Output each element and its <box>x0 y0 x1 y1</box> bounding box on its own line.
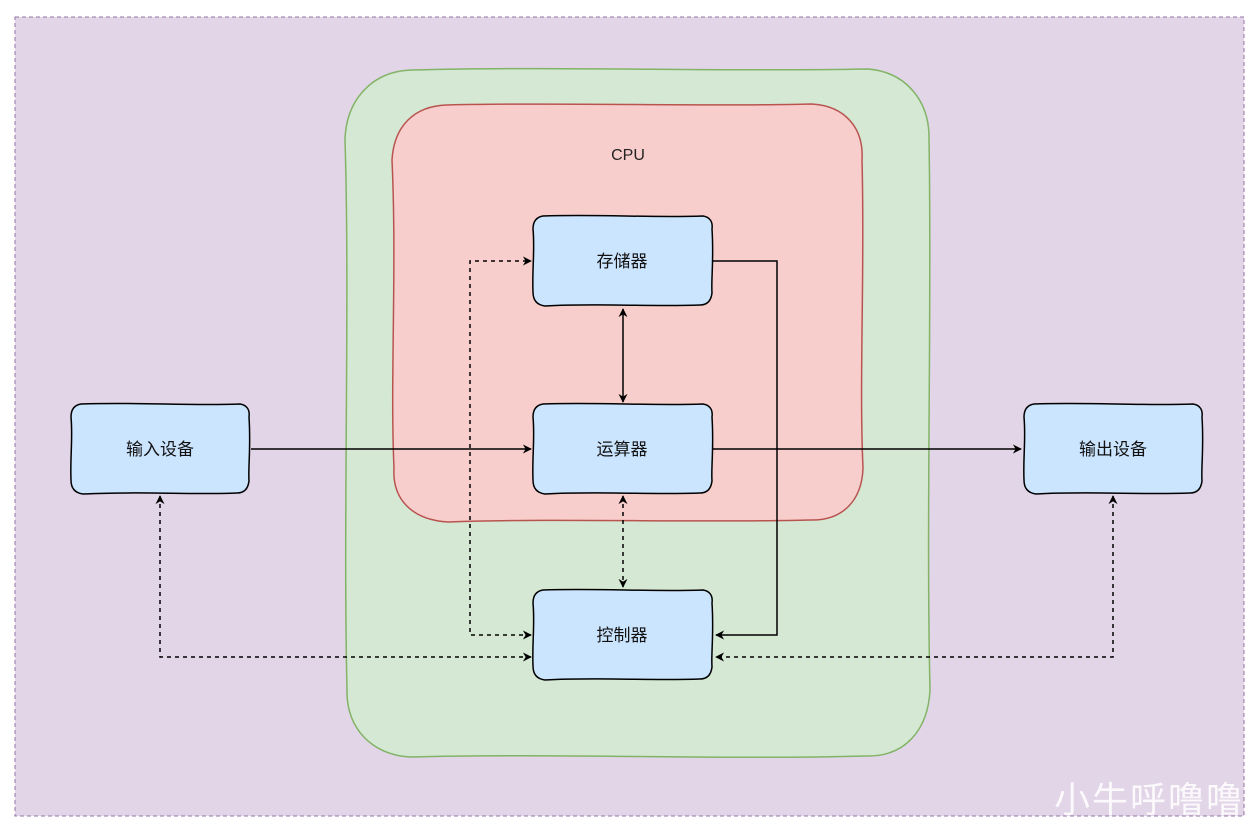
output-device-node[interactable]: 输出设备 <box>1023 402 1204 495</box>
watermark-text: 小牛呼噜噜 <box>1054 780 1244 821</box>
arrow-output-controller-dashed <box>715 495 1118 662</box>
controller-node-label: 控制器 <box>597 626 648 646</box>
arrow-input-controller-dashed <box>155 495 532 662</box>
alu-node-label: 运算器 <box>597 440 648 460</box>
input-device-node[interactable]: 输入设备 <box>70 402 251 495</box>
arrow-controller-memory-dashed <box>469 256 532 640</box>
cpu-label: CPU <box>611 147 645 164</box>
output-device-label: 输出设备 <box>1079 440 1147 460</box>
controller-node[interactable]: 控制器 <box>532 588 714 681</box>
input-device-label: 输入设备 <box>126 440 194 460</box>
alu-node[interactable]: 运算器 <box>532 402 714 495</box>
memory-node[interactable]: 存储器 <box>532 214 714 307</box>
memory-node-label: 存储器 <box>597 252 648 272</box>
